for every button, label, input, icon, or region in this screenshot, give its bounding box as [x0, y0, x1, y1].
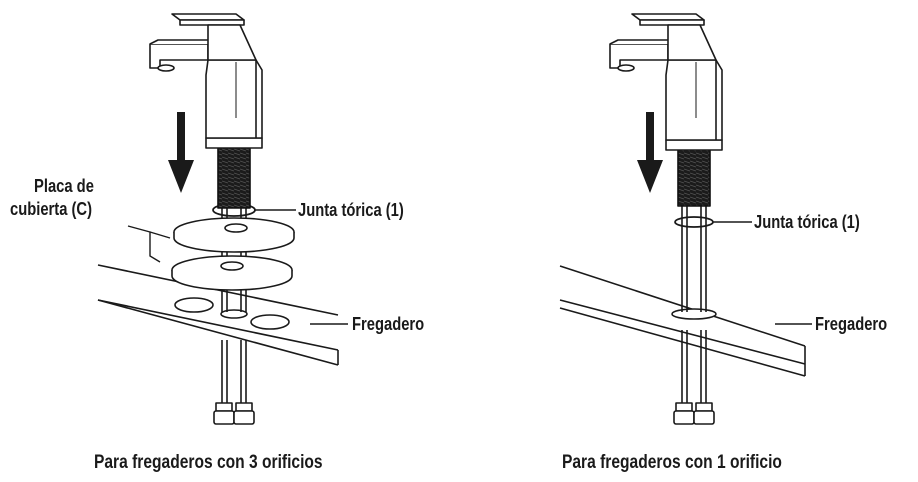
left-faucet-assembly	[97, 13, 339, 425]
right-caption: Para fregaderos con 1 orificio	[562, 452, 782, 473]
left-sink-hole-1	[174, 297, 214, 313]
deck-plate-bracket	[127, 225, 161, 263]
left-leader-lines	[127, 209, 348, 325]
right-spout	[609, 43, 669, 69]
right-threaded-shank	[677, 147, 711, 207]
right-sink-label: Fregadero	[815, 314, 888, 334]
right-o-ring	[674, 216, 714, 228]
right-down-arrow	[637, 112, 663, 193]
right-hose-fittings	[673, 402, 715, 425]
left-sink-hole-center	[220, 309, 248, 319]
right-faucet-body	[665, 59, 723, 141]
right-sink-hole	[671, 308, 717, 320]
deck-plate-label-line2: cubierta (C)	[10, 199, 93, 219]
left-spout	[149, 43, 209, 69]
left-supply-hoses	[221, 340, 247, 405]
left-oring-label: Junta tórica (1)	[298, 200, 404, 220]
left-handle	[171, 13, 245, 21]
left-faucet-body	[205, 59, 263, 139]
deck-plate-label-line1: Placa de	[34, 176, 94, 196]
left-sink-label: Fregadero	[352, 314, 425, 334]
right-leader-lines	[713, 221, 812, 325]
left-threaded-shank	[217, 145, 251, 209]
left-sink-hole-2	[250, 314, 290, 330]
right-handle	[631, 13, 705, 21]
left-caption: Para fregaderos con 3 orificios	[94, 452, 323, 473]
left-hose-fittings	[213, 402, 255, 425]
left-down-arrow	[168, 112, 194, 193]
right-faucet-assembly	[559, 13, 806, 425]
right-oring-label: Junta tórica (1)	[754, 212, 860, 232]
